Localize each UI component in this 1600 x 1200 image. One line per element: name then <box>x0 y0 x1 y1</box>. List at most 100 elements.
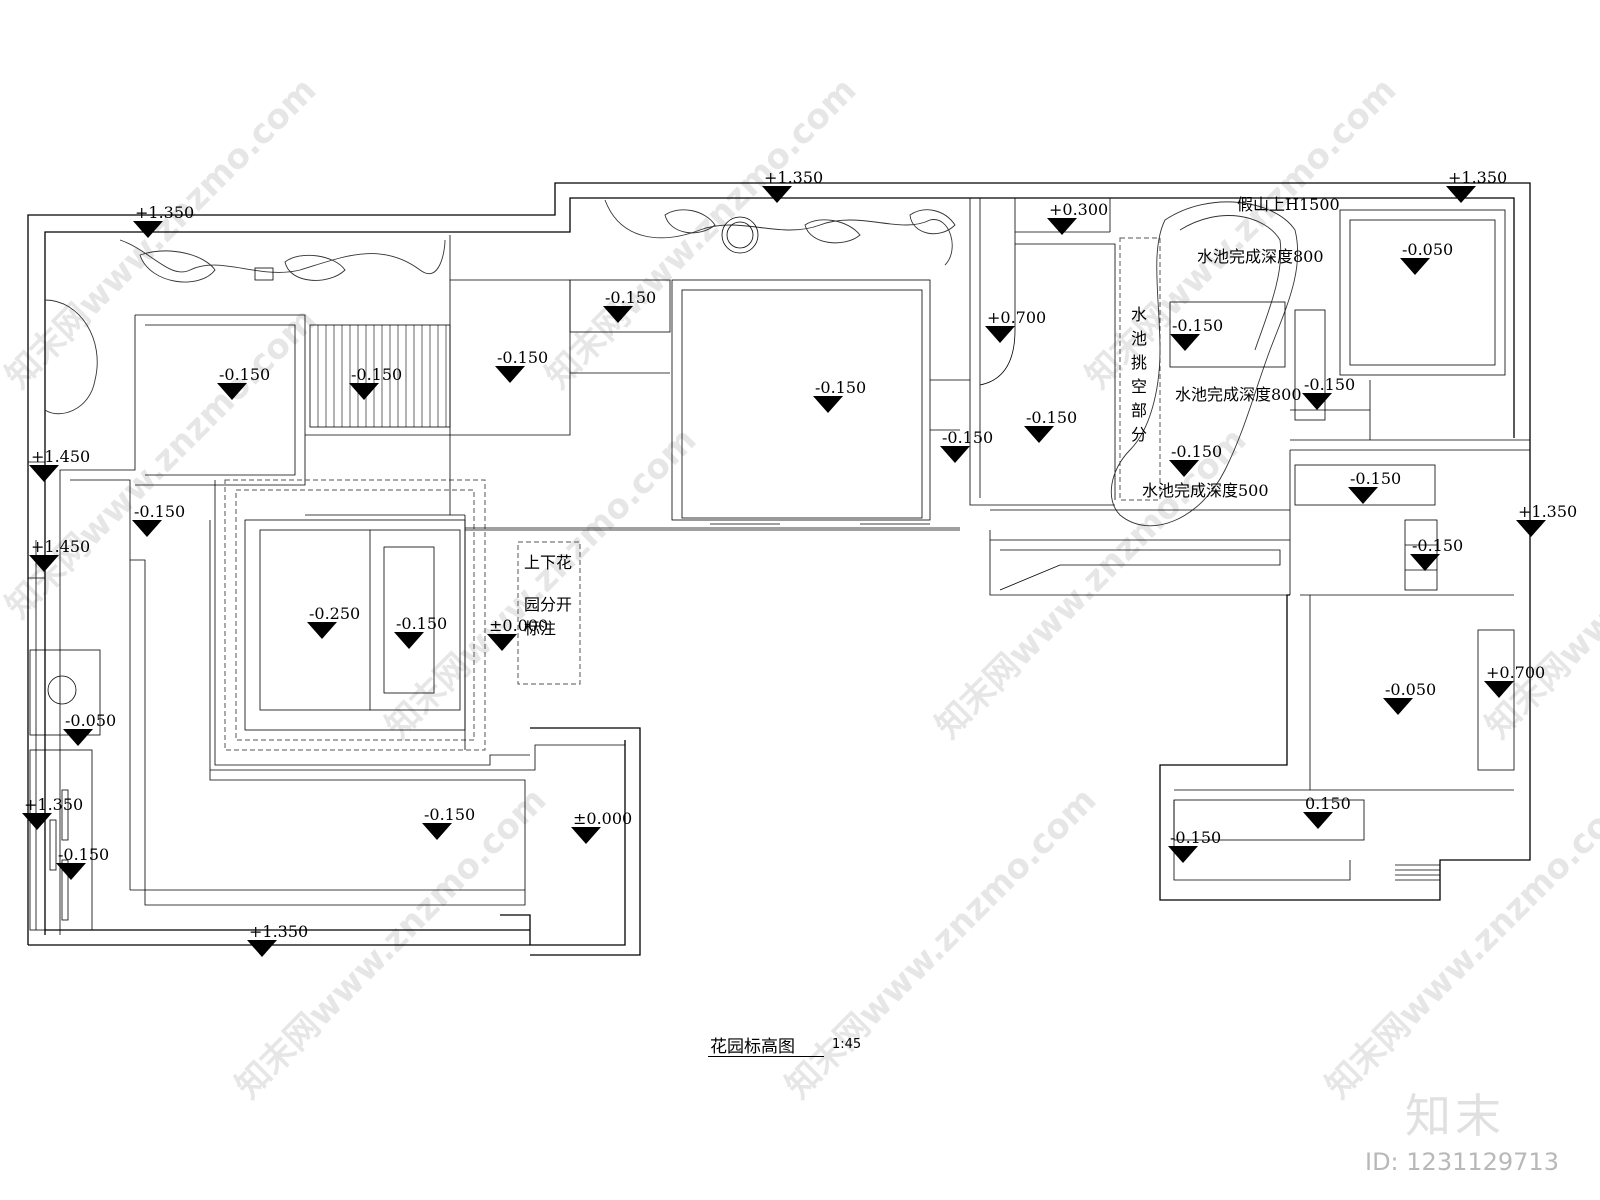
elevation-marker-triangle <box>1168 846 1198 863</box>
elevation-marker-triangle <box>29 555 59 572</box>
elevation-marker-triangle <box>762 186 792 203</box>
elevation-label: +1.350 <box>135 203 194 222</box>
watermark-text: 知末网www.znzmo.com <box>1478 420 1600 746</box>
elevation-marker-triangle <box>1348 487 1378 504</box>
elevation-marker-triangle <box>1383 698 1413 715</box>
elevation-marker-triangle <box>1446 186 1476 203</box>
elevation-label: +1.450 <box>31 537 90 556</box>
elevation-label: -0.150 <box>1172 316 1223 335</box>
note-pool-cantilever: 分 <box>1131 425 1147 444</box>
elevation-label: -0.150 <box>1350 469 1401 488</box>
note-rockery-height: 假山上H1500 <box>1237 195 1340 214</box>
elevation-label: -0.150 <box>219 365 270 384</box>
elevation-marker-triangle <box>940 446 970 463</box>
elevation-label: -0.150 <box>605 288 656 307</box>
elevation-label: -0.250 <box>309 604 360 623</box>
elevation-marker-triangle <box>1302 393 1332 410</box>
elevation-label: -0.050 <box>65 711 116 730</box>
watermark-text: 知末网www.znzmo.com <box>1318 780 1600 1106</box>
note-pool-depth-800: 水池完成深度800 <box>1175 385 1302 404</box>
elevation-marker-triangle <box>1303 812 1333 829</box>
watermark-text: 知末网www.znzmo.com <box>228 780 554 1106</box>
elevation-marker-triangle <box>813 396 843 413</box>
elevation-marker-triangle <box>1400 258 1430 275</box>
planting-beds <box>44 199 956 415</box>
elevation-marker-triangle <box>571 827 601 844</box>
elevation-marker-triangle <box>1170 334 1200 351</box>
note-pool-depth-500: 水池完成深度500 <box>1142 481 1269 500</box>
watermark-text: 知末网www.znzmo.com <box>928 420 1254 746</box>
elevation-marker-triangle <box>1169 460 1199 477</box>
annotations: 假山上H1500 水池完成深度800 水池完成深度800 水池完成深度500 水… <box>524 195 1340 638</box>
elevation-marker-triangle <box>217 383 247 400</box>
elevation-marker-triangle <box>133 221 163 238</box>
elevation-label: +1.450 <box>31 447 90 466</box>
elevation-label: ±0.000 <box>489 616 548 635</box>
note-pool-cantilever: 水 <box>1131 305 1147 324</box>
watermark-text: 知末网www.znzmo.com <box>538 70 864 396</box>
stair-hatch <box>317 325 447 427</box>
watermark-layer: 知末网www.znzmo.com 知末网www.znzmo.com 知末网www… <box>0 70 1600 1106</box>
outer-walls <box>27 182 1531 956</box>
elevation-marker-triangle <box>422 823 452 840</box>
note-pool-cantilever: 部 <box>1131 401 1147 420</box>
elevation-marker-triangle <box>63 729 93 746</box>
title-underline <box>708 1056 824 1057</box>
elevation-label: +1.350 <box>249 922 308 941</box>
elevation-marker-triangle <box>1047 218 1077 235</box>
elevation-label: -0.150 <box>351 365 402 384</box>
elevation-marker-triangle <box>603 306 633 323</box>
elevation-label: -0.150 <box>424 805 475 824</box>
note-garden-split: 园分开 <box>524 595 572 614</box>
elevation-marker-triangle <box>29 465 59 482</box>
elevation-label: -0.150 <box>1304 375 1355 394</box>
elevation-marker-triangle <box>1410 554 1440 571</box>
note-pool-cantilever: 挑 <box>1131 353 1147 372</box>
elevation-marker-triangle <box>495 366 525 383</box>
watermark-text: 知末网www.znzmo.com <box>378 420 704 746</box>
elevation-label: -0.150 <box>497 348 548 367</box>
elevation-label: +1.350 <box>1448 168 1507 187</box>
elevation-marker-triangle <box>132 520 162 537</box>
elevation-label: -0.150 <box>942 428 993 447</box>
watermark-id: ID: 1231129713 <box>1365 1148 1559 1176</box>
elevation-marker-triangle <box>1024 426 1054 443</box>
elevation-label: -0.150 <box>134 502 185 521</box>
elevation-label: ±0.000 <box>573 809 632 828</box>
elevation-label: +0.700 <box>987 308 1046 327</box>
elevation-label: 0.150 <box>1305 794 1351 813</box>
elevation-marker-triangle <box>394 632 424 649</box>
note-pool-cantilever: 空 <box>1131 377 1147 396</box>
drawing-title: 花园标高图 <box>710 1037 795 1057</box>
note-garden-split: 上下花 <box>524 553 572 572</box>
elevation-marker-triangle <box>985 326 1015 343</box>
elevation-label: -0.150 <box>815 378 866 397</box>
elevation-label: -0.150 <box>1171 442 1222 461</box>
note-pool-depth-800: 水池完成深度800 <box>1197 247 1324 266</box>
watermark-text: 知末网www.znzmo.com <box>778 780 1104 1106</box>
elevation-label: -0.150 <box>58 845 109 864</box>
elevation-marker-triangle <box>1516 520 1546 537</box>
note-pool-cantilever: 池 <box>1131 329 1147 348</box>
left-garden <box>28 235 625 935</box>
note-garden-split: 标注 <box>524 619 556 638</box>
elevation-marker-triangle <box>22 813 52 830</box>
elevation-markers: +1.350 +1.350 +1.350 +1.450 +1.450 +1.350 +1.3… <box>22 168 1577 957</box>
elevation-marker-triangle <box>56 863 86 880</box>
elevation-marker-triangle <box>349 383 379 400</box>
watermark-brand-logo: 知末 <box>1405 1089 1505 1143</box>
elevation-label: -0.150 <box>1412 536 1463 555</box>
elevation-marker-triangle <box>487 634 517 651</box>
elevation-label: -0.050 <box>1385 680 1436 699</box>
central-rooms <box>450 279 970 531</box>
drawing-scale: 1:45 <box>832 1037 862 1052</box>
elevation-marker-triangle <box>1484 681 1514 698</box>
elevation-label: +0.700 <box>1486 663 1545 682</box>
elevation-label: +1.350 <box>1518 502 1577 521</box>
elevation-label: -0.150 <box>1026 408 1077 427</box>
elevation-label: +1.350 <box>764 168 823 187</box>
elevation-label: +1.350 <box>24 795 83 814</box>
elevation-label: -0.050 <box>1402 240 1453 259</box>
elevation-label: +0.300 <box>1049 200 1108 219</box>
